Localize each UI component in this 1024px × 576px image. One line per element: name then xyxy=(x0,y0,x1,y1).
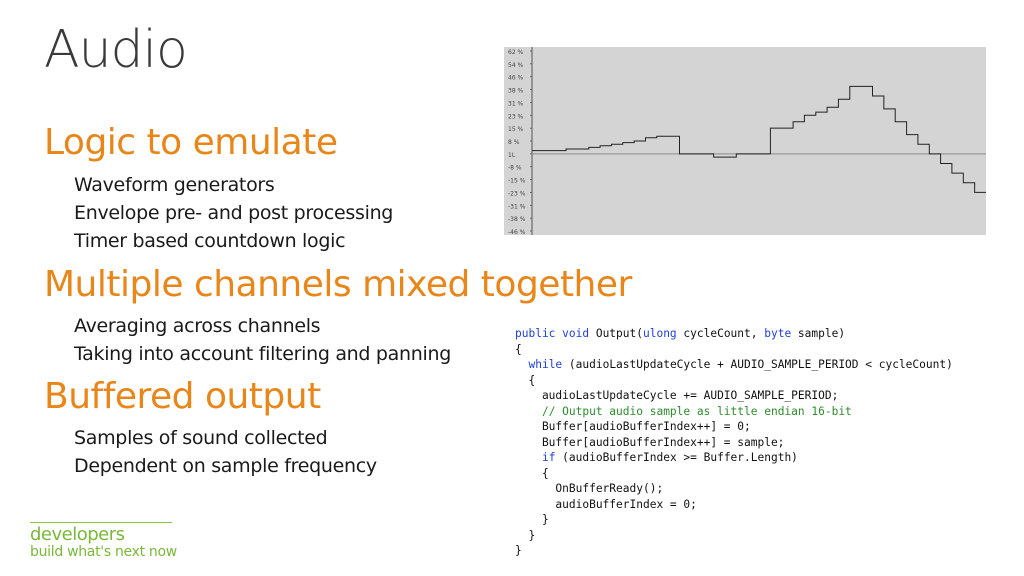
code-text: audioLastUpdateCycle += AUDIO_SAMPLE_PER… xyxy=(515,389,839,402)
code-keyword: byte xyxy=(764,327,792,340)
waveform-panel: 62 % 54 % 46 % 38 % 31 % 23 % 15 % 8 % 1L -8 % -15… xyxy=(504,47,986,236)
waveform-y-label: 38 % xyxy=(508,88,524,95)
code-text: sample) xyxy=(791,327,846,340)
code-text: { xyxy=(515,466,549,480)
code-keyword: ulong xyxy=(642,327,677,340)
waveform-y-label: 1L xyxy=(508,152,516,159)
waveform-y-label: -8 % xyxy=(508,165,522,172)
waveform-y-label: -38 % xyxy=(508,216,526,223)
waveform-y-label: 46 % xyxy=(508,75,524,82)
code-keyword: while xyxy=(528,358,563,371)
code-line: Buffer[audioBufferIndex++] = 0; xyxy=(515,420,751,433)
code-text: audioBufferIndex = 0; xyxy=(515,497,697,511)
waveform-trace xyxy=(532,85,986,193)
code-line: audioLastUpdateCycle += AUDIO_SAMPLE_PER… xyxy=(515,389,838,402)
waveform-y-label: -31 % xyxy=(508,203,526,210)
code-line: } xyxy=(515,513,549,526)
bullet: Timer based countdown logic xyxy=(74,230,346,252)
code-comment: // Output audio sample as little endian … xyxy=(541,404,852,418)
bullet: Envelope pre- and post processing xyxy=(74,202,394,224)
code-text: { xyxy=(515,373,536,387)
code-text: (audioLastUpdateCycle + AUDIO_SAMPLE_PER… xyxy=(562,358,953,371)
slide-title: Audio xyxy=(44,20,188,80)
section-heading: Multiple channels mixed together xyxy=(44,264,632,305)
code-text: Buffer[audioBufferIndex++] = 0; xyxy=(515,420,751,433)
code-line: { xyxy=(515,343,522,356)
section-heading: Buffered output xyxy=(44,376,321,417)
code-keyword: if xyxy=(541,451,556,464)
bullet: Taking into account filtering and pannin… xyxy=(74,343,451,365)
code-text: } xyxy=(515,528,536,542)
code-block: public void Output(ulong cycleCount, byt… xyxy=(515,326,953,559)
brand-developers: developers xyxy=(30,524,125,545)
waveform-y-label: 15 % xyxy=(508,126,524,133)
code-text xyxy=(515,358,528,371)
waveform-y-label: 8 % xyxy=(508,139,520,146)
code-text: cycleCount, xyxy=(676,327,765,340)
bullet: Averaging across channels xyxy=(74,315,321,337)
code-line: while (audioLastUpdateCycle + AUDIO_SAMP… xyxy=(515,358,953,371)
waveform-y-label: -15 % xyxy=(508,178,526,185)
waveform-y-label: -46 % xyxy=(508,229,526,235)
brand-divider xyxy=(30,522,172,523)
bullet: Dependent on sample frequency xyxy=(74,455,377,477)
section-heading: Logic to emulate xyxy=(44,122,338,163)
bullet: Waveform generators xyxy=(74,174,275,196)
waveform-y-label: -23 % xyxy=(508,190,526,197)
code-text xyxy=(515,405,542,418)
code-text: Buffer[audioBufferIndex++] = sample; xyxy=(515,435,785,449)
code-line: Buffer[audioBufferIndex++] = sample; xyxy=(515,436,784,449)
code-line: // Output audio sample as little endian … xyxy=(515,405,852,418)
waveform-graph: 62 % 54 % 46 % 38 % 31 % 23 % 15 % 8 % 1L -8 % -15… xyxy=(508,47,986,236)
code-line: } xyxy=(515,529,535,542)
code-text: Output( xyxy=(595,327,643,340)
code-line: if (audioBufferIndex >= Buffer.Length) xyxy=(515,451,798,464)
waveform-y-label: 54 % xyxy=(508,62,524,69)
code-line: audioBufferIndex = 0; xyxy=(515,497,697,511)
waveform-y-label: 23 % xyxy=(508,113,524,120)
code-line: { xyxy=(515,374,535,387)
code-text: (audioBufferIndex >= Buffer.Length) xyxy=(555,451,798,464)
code-text: { xyxy=(515,342,522,356)
code-keyword: public void xyxy=(515,327,596,340)
code-text: } xyxy=(515,513,549,526)
code-line: { xyxy=(515,467,549,480)
code-line: public void Output(ulong cycleCount, byt… xyxy=(515,327,845,340)
code-text: OnBufferReady(); xyxy=(515,482,664,495)
code-line: } xyxy=(515,544,522,557)
bullet: Samples of sound collected xyxy=(74,427,328,449)
code-line: OnBufferReady(); xyxy=(515,482,663,495)
code-text xyxy=(515,451,542,464)
waveform-y-label: 31 % xyxy=(508,100,524,107)
brand-tagline: build what's next now xyxy=(30,544,177,560)
waveform-y-label: 62 % xyxy=(508,49,524,56)
code-text: } xyxy=(515,544,522,557)
